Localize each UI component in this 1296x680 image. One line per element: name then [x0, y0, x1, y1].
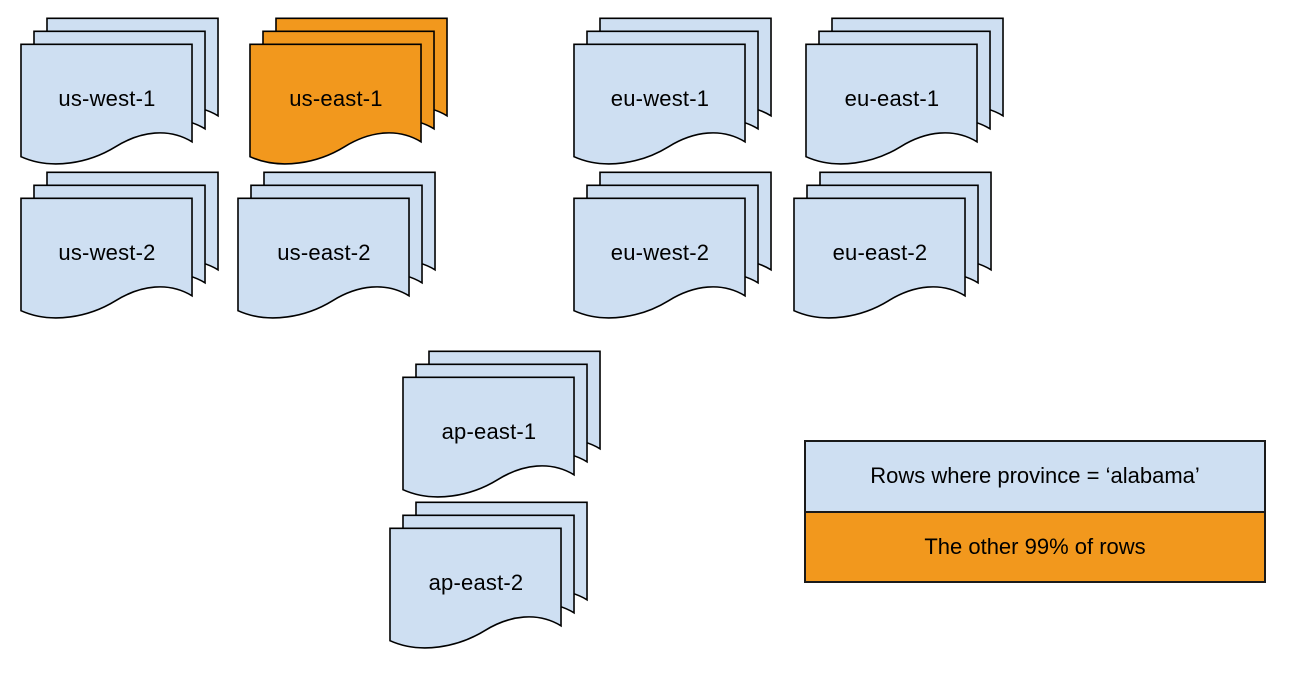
document-shape-icon: [402, 376, 576, 502]
document-shape-icon: [805, 43, 979, 169]
legend-item-label: The other 99% of rows: [924, 533, 1146, 559]
region-stack-us-east-1: us-east-1: [249, 17, 449, 169]
region-stack-us-west-2: us-west-2: [20, 171, 220, 323]
document-shape-icon: [573, 197, 747, 323]
region-stack-us-east-2: us-east-2: [237, 171, 437, 323]
document-shape-icon: [793, 197, 967, 323]
legend-item-label: Rows where province = ‘alabama’: [870, 463, 1200, 489]
region-stack-eu-west-2: eu-west-2: [573, 171, 773, 323]
document-shape-icon: [573, 43, 747, 169]
region-stack-eu-west-1: eu-west-1: [573, 17, 773, 169]
document-shape-icon: [237, 197, 411, 323]
region-stack-eu-east-1: eu-east-1: [805, 17, 1005, 169]
document-shape-icon: [389, 527, 563, 653]
document-shape-icon: [20, 197, 194, 323]
legend-item-other-rows: The other 99% of rows: [806, 512, 1264, 581]
region-stack-us-west-1: us-west-1: [20, 17, 220, 169]
legend-item-alabama-rows: Rows where province = ‘alabama’: [806, 442, 1264, 513]
region-stack-ap-east-2: ap-east-2: [389, 501, 589, 653]
document-shape-icon: [20, 43, 194, 169]
region-stack-eu-east-2: eu-east-2: [793, 171, 993, 323]
region-stack-ap-east-1: ap-east-1: [402, 350, 602, 502]
legend: Rows where province = ‘alabama’ The othe…: [804, 440, 1266, 583]
document-shape-icon: [249, 43, 423, 169]
